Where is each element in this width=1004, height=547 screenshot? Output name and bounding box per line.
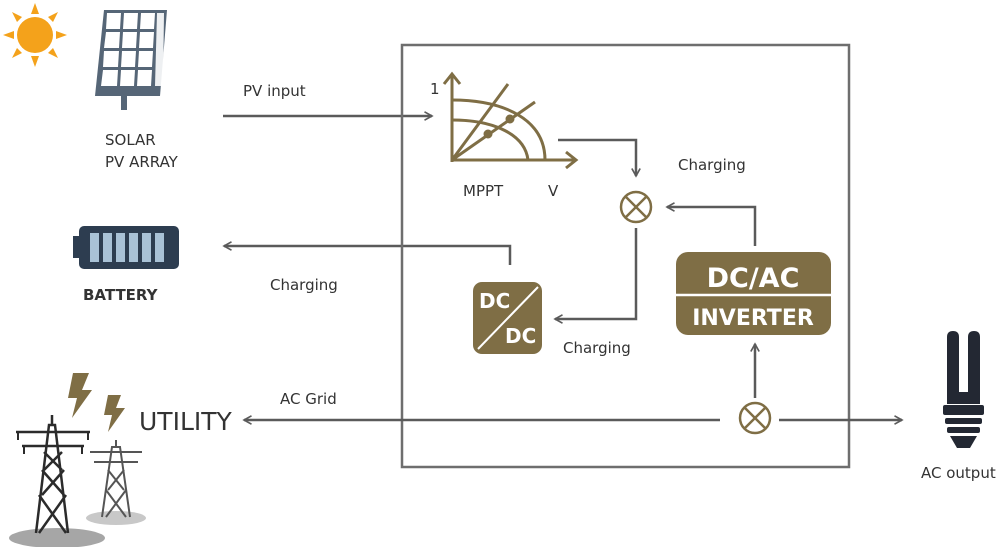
mppt-axis-one: 1 <box>430 80 440 98</box>
inverter-to-mixer-arrow <box>667 207 757 246</box>
power-tower-icon <box>9 415 146 547</box>
dcac-inverter-block: DC/AC INVERTER <box>676 252 831 335</box>
mppt-to-mixer-arrow <box>558 138 636 176</box>
mppt-label: MPPT <box>463 182 504 200</box>
battery-charging-label: Charging <box>270 276 338 294</box>
dcac-top-text: DC/AC <box>707 263 800 294</box>
light-bulb-icon <box>943 331 984 448</box>
battery-icon <box>73 226 179 269</box>
ac-output-label: AC output <box>921 464 996 482</box>
top-mixer-icon <box>619 190 653 224</box>
dcdc-bottom-text: DC <box>505 324 536 348</box>
solar-panel-icon <box>95 10 167 110</box>
mppt-v-label: V <box>548 182 559 200</box>
dcdc-top-text: DC <box>479 289 510 313</box>
solar-label-line1: SOLAR <box>105 131 156 149</box>
battery-label: BATTERY <box>83 286 159 304</box>
dcdc-converter-block: DC DC <box>473 282 542 354</box>
mppt-graph-icon <box>442 71 579 170</box>
ac-grid-label: AC Grid <box>280 390 337 408</box>
solar-label-line2: PV ARRAY <box>105 153 179 171</box>
pv-input-label: PV input <box>243 82 306 100</box>
utility-label: UTILITY <box>139 407 233 436</box>
battery-charging-arrow <box>224 246 512 265</box>
sun-icon <box>3 3 67 67</box>
mixer-to-dcdc-arrow <box>555 228 638 319</box>
lightning-icon <box>68 373 125 432</box>
dcdc-charging-label: Charging <box>563 339 631 357</box>
bottom-mixer-icon <box>738 401 772 435</box>
mixer-charging-label: Charging <box>678 156 746 174</box>
inverter-enclosure <box>400 43 851 469</box>
dcac-bottom-text: INVERTER <box>692 306 814 331</box>
